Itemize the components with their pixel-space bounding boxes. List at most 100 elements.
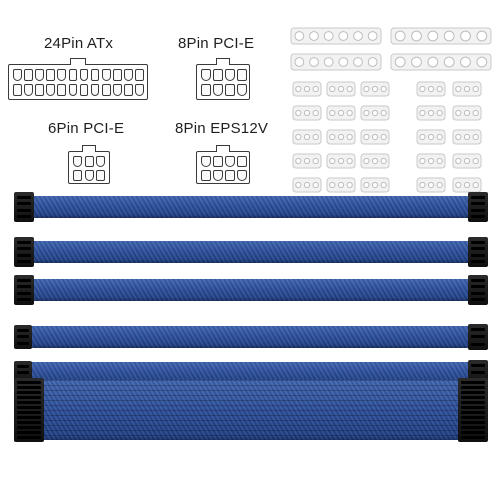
pin-slot bbox=[237, 84, 247, 96]
pin-slot bbox=[225, 69, 235, 81]
pin-slot bbox=[225, 156, 235, 167]
pin-slot bbox=[213, 156, 223, 167]
cable-comb-icon bbox=[452, 105, 482, 121]
pin-slot bbox=[57, 84, 67, 96]
pin-slot bbox=[84, 170, 94, 181]
plug-slot bbox=[17, 291, 31, 295]
cable-comb-icon bbox=[416, 177, 446, 193]
plug-slot bbox=[17, 436, 41, 439]
plug-slot bbox=[461, 401, 485, 404]
cable-comb-icon bbox=[390, 53, 492, 71]
pin-slot bbox=[73, 156, 82, 167]
cable-comb-icon bbox=[452, 129, 482, 145]
pin-slot bbox=[24, 69, 33, 81]
plug-slot bbox=[461, 431, 485, 434]
plug-slot bbox=[471, 278, 485, 282]
pin-slot bbox=[13, 84, 22, 96]
pin-slot bbox=[201, 170, 211, 181]
pin-slot bbox=[35, 69, 44, 81]
pin-slot bbox=[96, 170, 105, 181]
cable-comb-icon bbox=[290, 27, 382, 45]
pin-slot bbox=[135, 84, 144, 96]
plug-slot bbox=[461, 386, 485, 389]
pin-slot bbox=[96, 156, 105, 167]
plug-slot bbox=[17, 240, 31, 244]
diagram-6pin-pcie-latch bbox=[82, 145, 96, 152]
plug-slot bbox=[17, 371, 29, 375]
right-connector-plug bbox=[468, 275, 488, 305]
plug-slot bbox=[17, 381, 41, 384]
sleeved-cable bbox=[30, 196, 472, 218]
left-connector-plug bbox=[14, 237, 34, 267]
pin-slot bbox=[237, 69, 247, 81]
pin-slot bbox=[201, 156, 211, 167]
pin-slot bbox=[201, 84, 211, 96]
cable-comb-icon bbox=[360, 153, 390, 169]
diagram-24pin-atx bbox=[8, 64, 148, 100]
plug-slot bbox=[471, 247, 485, 251]
cable-comb-icon bbox=[360, 177, 390, 193]
sleeved-cable bbox=[28, 326, 472, 348]
pin-slot bbox=[35, 84, 44, 96]
plug-slot bbox=[17, 202, 31, 206]
plug-slot bbox=[17, 253, 31, 257]
sleeved-cable bbox=[28, 362, 472, 384]
plug-slot bbox=[471, 291, 485, 295]
diagram-24pin-latch bbox=[70, 58, 86, 65]
sleeved-cable bbox=[30, 241, 472, 263]
label-8pin-eps12v: 8Pin EPS12V bbox=[175, 120, 269, 137]
pin-slot bbox=[225, 170, 235, 181]
diagram-8pin-eps12v bbox=[196, 151, 250, 184]
plug-slot bbox=[461, 426, 485, 429]
plug-slot bbox=[17, 411, 41, 414]
cable-comb-icon bbox=[416, 81, 446, 97]
right-connector-plug bbox=[458, 378, 488, 442]
right-connector-plug bbox=[468, 237, 488, 267]
cable-comb-icon bbox=[416, 153, 446, 169]
plug-slot bbox=[17, 328, 29, 332]
plug-slot bbox=[461, 421, 485, 424]
plug-slot bbox=[17, 406, 41, 409]
plug-slot bbox=[471, 202, 485, 206]
right-connector-plug bbox=[468, 324, 488, 350]
cable-comb-icon bbox=[326, 129, 356, 145]
plug-slot bbox=[17, 298, 31, 302]
plug-slot bbox=[461, 381, 485, 384]
pin-slot bbox=[90, 69, 100, 81]
plug-slot bbox=[17, 342, 29, 345]
cable-comb-icon bbox=[360, 129, 390, 145]
label-8pin-pcie: 8Pin PCI-E bbox=[178, 35, 255, 52]
left-connector-plug bbox=[14, 378, 44, 442]
plug-slot bbox=[17, 416, 41, 419]
plug-slot bbox=[17, 260, 31, 264]
plug-slot bbox=[17, 278, 31, 282]
plug-slot bbox=[471, 195, 485, 199]
pin-slot bbox=[112, 84, 122, 96]
cable-comb-icon bbox=[416, 129, 446, 145]
pin-slot bbox=[237, 156, 247, 167]
label-6pin-pcie: 6Pin PCI-E bbox=[48, 120, 125, 137]
plug-slot bbox=[17, 285, 31, 289]
pin-slot bbox=[124, 84, 133, 96]
plug-slot bbox=[471, 260, 485, 264]
cable-comb-icon bbox=[326, 105, 356, 121]
plug-slot bbox=[17, 431, 41, 434]
pin-slot bbox=[135, 69, 144, 81]
pin-slot bbox=[101, 84, 111, 96]
plug-slot bbox=[471, 298, 485, 302]
plug-slot bbox=[471, 363, 485, 368]
plug-slot bbox=[17, 396, 41, 399]
left-connector-plug bbox=[14, 275, 34, 305]
pin-slot bbox=[46, 84, 56, 96]
diagram-8pin-pcie-latch bbox=[216, 58, 230, 65]
plug-slot bbox=[17, 386, 41, 389]
cable-comb-icon bbox=[326, 177, 356, 193]
cable-comb-icon bbox=[326, 153, 356, 169]
diagram-8pin-eps-latch bbox=[216, 145, 230, 152]
plug-slot bbox=[471, 285, 485, 289]
plug-slot bbox=[17, 401, 41, 404]
cable-comb-icon bbox=[416, 105, 446, 121]
plug-slot bbox=[471, 208, 485, 212]
cable-comb-icon bbox=[292, 177, 322, 193]
plug-slot bbox=[461, 416, 485, 419]
